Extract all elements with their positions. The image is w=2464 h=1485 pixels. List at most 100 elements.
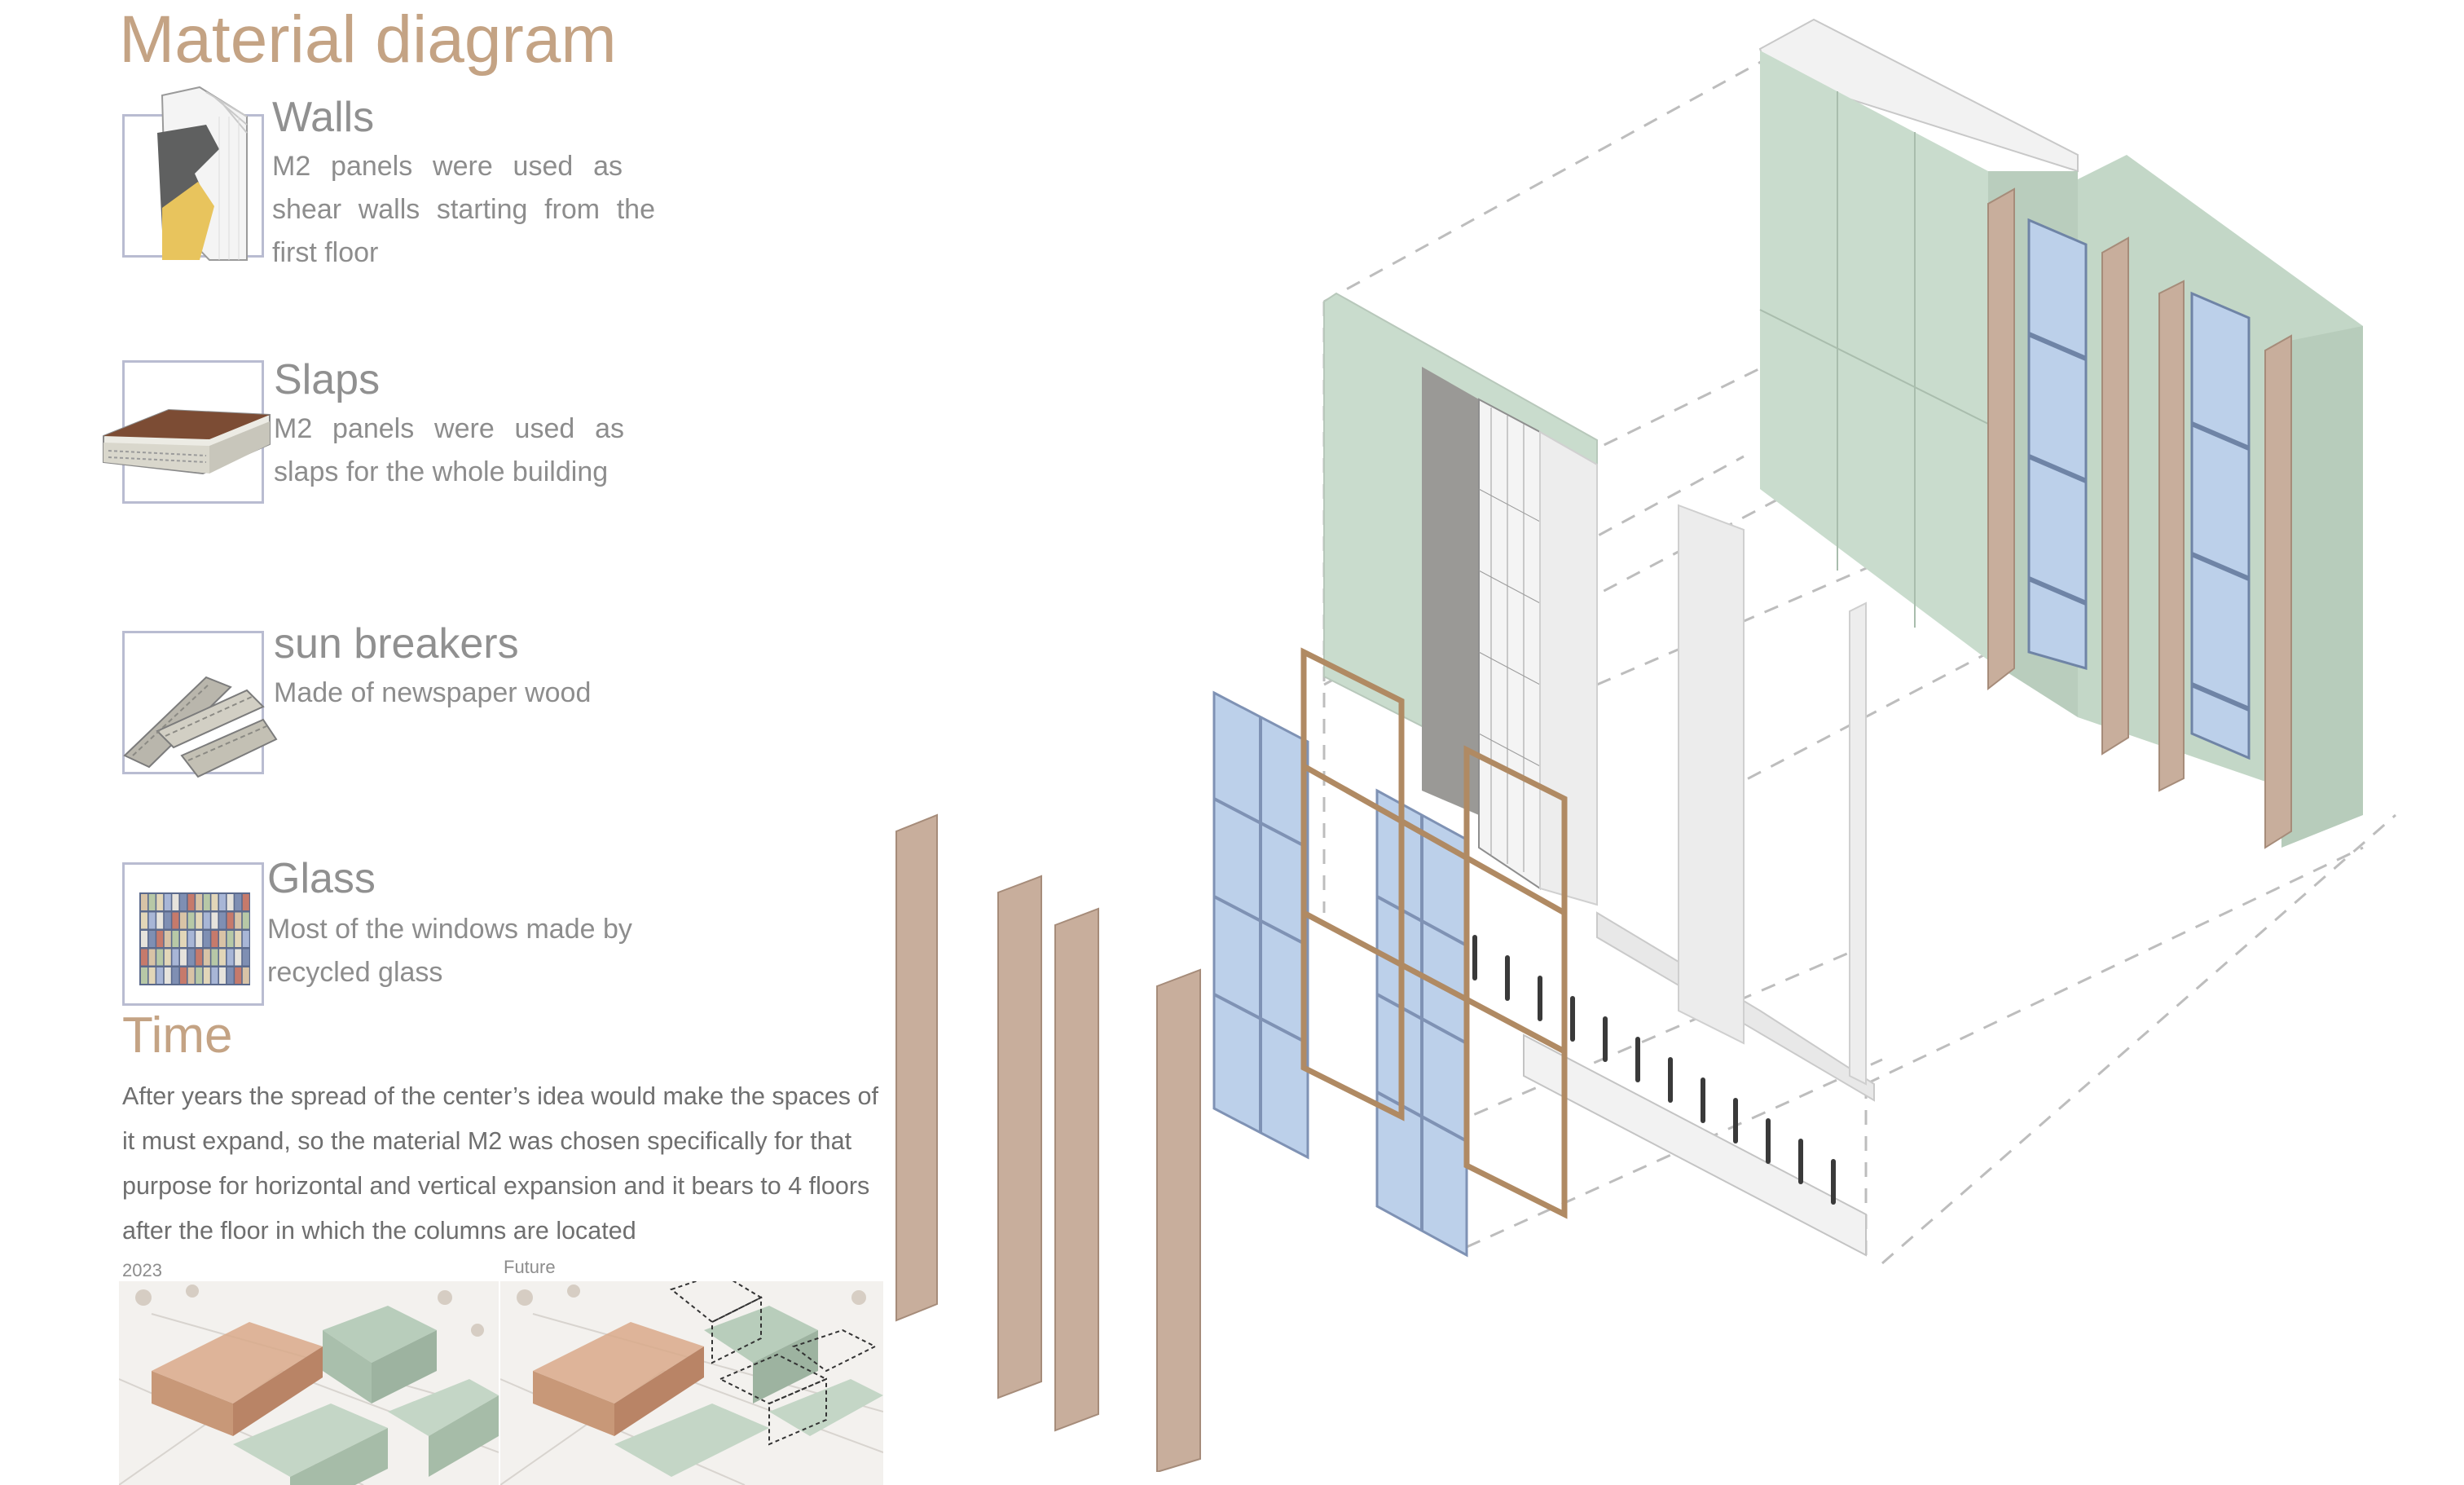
glass-texture-bar bbox=[187, 967, 195, 984]
glass-texture-bar bbox=[180, 967, 187, 984]
glass-texture-bar bbox=[219, 912, 226, 929]
glass-texture-bar bbox=[196, 894, 203, 910]
glass-texture-bar bbox=[148, 931, 156, 947]
glass-heading: Glass bbox=[267, 855, 376, 902]
time-heading: Time bbox=[122, 1007, 233, 1064]
glass-texture-bar bbox=[156, 949, 164, 966]
sun-breakers-text-line-1: Made of newspaper wood bbox=[274, 677, 592, 708]
glass-texture-bar bbox=[172, 894, 179, 910]
walls-text-line-2: shear walls starting from the bbox=[272, 194, 655, 225]
glass-texture-bar bbox=[235, 912, 242, 929]
glass-texture-bar bbox=[180, 931, 187, 947]
render-future bbox=[500, 1281, 883, 1485]
glass-texture-bar bbox=[235, 967, 242, 984]
glass-thumbnail bbox=[122, 862, 264, 1006]
glass-texture-bar bbox=[164, 912, 171, 929]
page-title: Material diagram bbox=[119, 2, 617, 77]
time-paragraph: After years the spread of the center’s i… bbox=[122, 1074, 884, 1254]
glass-texture-bar bbox=[242, 912, 249, 929]
glass-texture-bar bbox=[242, 894, 249, 910]
glass-texture-bar bbox=[211, 894, 218, 910]
glass-texture-bar bbox=[211, 949, 218, 966]
render-label-future: Future bbox=[504, 1257, 556, 1277]
glass-texture-bar bbox=[148, 967, 156, 984]
glass-texture-bar bbox=[203, 967, 210, 984]
slab-panel-icon bbox=[103, 408, 271, 475]
glass-text-line-1: Most of the windows made by bbox=[267, 914, 632, 945]
glass-texture-bar bbox=[219, 894, 226, 910]
glass-texture-bar bbox=[187, 949, 195, 966]
glass-texture-bar bbox=[242, 949, 249, 966]
glass-texture-bar bbox=[164, 894, 171, 910]
glass-texture-bar bbox=[141, 912, 147, 929]
window-frames bbox=[1300, 647, 1568, 1219]
facade-windows bbox=[2027, 218, 2251, 760]
glass-texture-bar bbox=[187, 931, 195, 947]
glass-texture-bar bbox=[180, 949, 187, 966]
glass-texture-bar bbox=[196, 931, 203, 947]
glass-texture-bar bbox=[196, 949, 203, 966]
glass-texture-bar bbox=[172, 931, 179, 947]
glass-texture-bar bbox=[211, 912, 218, 929]
glass-texture-bar bbox=[164, 967, 171, 984]
glass-texture-bar bbox=[172, 912, 179, 929]
glass-texture-bar bbox=[227, 949, 234, 966]
glass-texture-bar bbox=[235, 949, 242, 966]
glass-texture-bar bbox=[196, 967, 203, 984]
glass-texture-bar bbox=[148, 894, 156, 910]
glass-texture-bar bbox=[180, 894, 187, 910]
sun-breakers-thumbnail bbox=[122, 631, 278, 778]
walls-heading: Walls bbox=[272, 94, 375, 141]
slaps-text-line-1: M2 panels were used as bbox=[274, 413, 624, 444]
glass-texture-bar bbox=[187, 912, 195, 929]
glass-texture-bar bbox=[196, 912, 203, 929]
glass-texture-bar bbox=[148, 949, 156, 966]
newspaper-wood-icon bbox=[123, 676, 278, 778]
glass-texture-bar bbox=[172, 967, 179, 984]
glass-texture-bar bbox=[235, 931, 242, 947]
glass-texture-bar bbox=[242, 931, 249, 947]
glass-texture-bar bbox=[219, 949, 226, 966]
slaps-heading: Slaps bbox=[274, 356, 381, 403]
render-label-2023: 2023 bbox=[122, 1260, 162, 1280]
glass-texture-bar bbox=[141, 894, 147, 910]
glass-texture-bar bbox=[156, 931, 164, 947]
glass-texture-bar bbox=[227, 931, 234, 947]
glass-texture-bar bbox=[227, 912, 234, 929]
time-text-line-3: purpose for horizontal and vertical expa… bbox=[122, 1172, 870, 1200]
glass-texture-bar bbox=[187, 894, 195, 910]
render-2023 bbox=[119, 1281, 499, 1485]
glass-texture-bar bbox=[219, 931, 226, 947]
glass-texture-bar bbox=[141, 967, 147, 984]
sun-breakers-heading: sun breakers bbox=[274, 620, 519, 668]
glass-texture-bar bbox=[203, 894, 210, 910]
glass-texture-bar bbox=[211, 931, 218, 947]
time-text-line-2: it must expand, so the material M2 was c… bbox=[122, 1127, 852, 1155]
walls-thumbnail bbox=[122, 86, 264, 261]
glass-texture-bar bbox=[203, 931, 210, 947]
wall-panel-section-icon bbox=[157, 86, 248, 261]
facade-sun-breakers bbox=[1987, 187, 2292, 849]
walls-text-line-3: first floor bbox=[272, 237, 379, 268]
glass-texture-bar bbox=[219, 967, 226, 984]
sun-breaker-boards bbox=[895, 813, 1201, 1472]
recycled-glass-icon bbox=[139, 892, 250, 985]
glass-texture-bar bbox=[164, 931, 171, 947]
glass-texture-bar bbox=[203, 949, 210, 966]
glass-texture-bar bbox=[227, 967, 234, 984]
glass-text-line-2: recycled glass bbox=[267, 957, 443, 988]
glass-texture-bar bbox=[141, 949, 147, 966]
glass-texture-bar bbox=[172, 949, 179, 966]
glass-texture-bar bbox=[164, 949, 171, 966]
slaps-thumbnail bbox=[103, 360, 271, 504]
glass-texture-bar bbox=[141, 931, 147, 947]
glass-texture-bar bbox=[235, 894, 242, 910]
glass-texture-bar bbox=[156, 894, 164, 910]
glass-texture-bar bbox=[180, 912, 187, 929]
time-text-line-1: After years the spread of the center’s i… bbox=[122, 1082, 878, 1110]
columns bbox=[1472, 935, 1836, 1205]
walls-text-line-1: M2 panels were used as bbox=[272, 151, 623, 182]
glass-texture-bar bbox=[227, 894, 234, 910]
glass-texture-bar bbox=[242, 967, 249, 984]
